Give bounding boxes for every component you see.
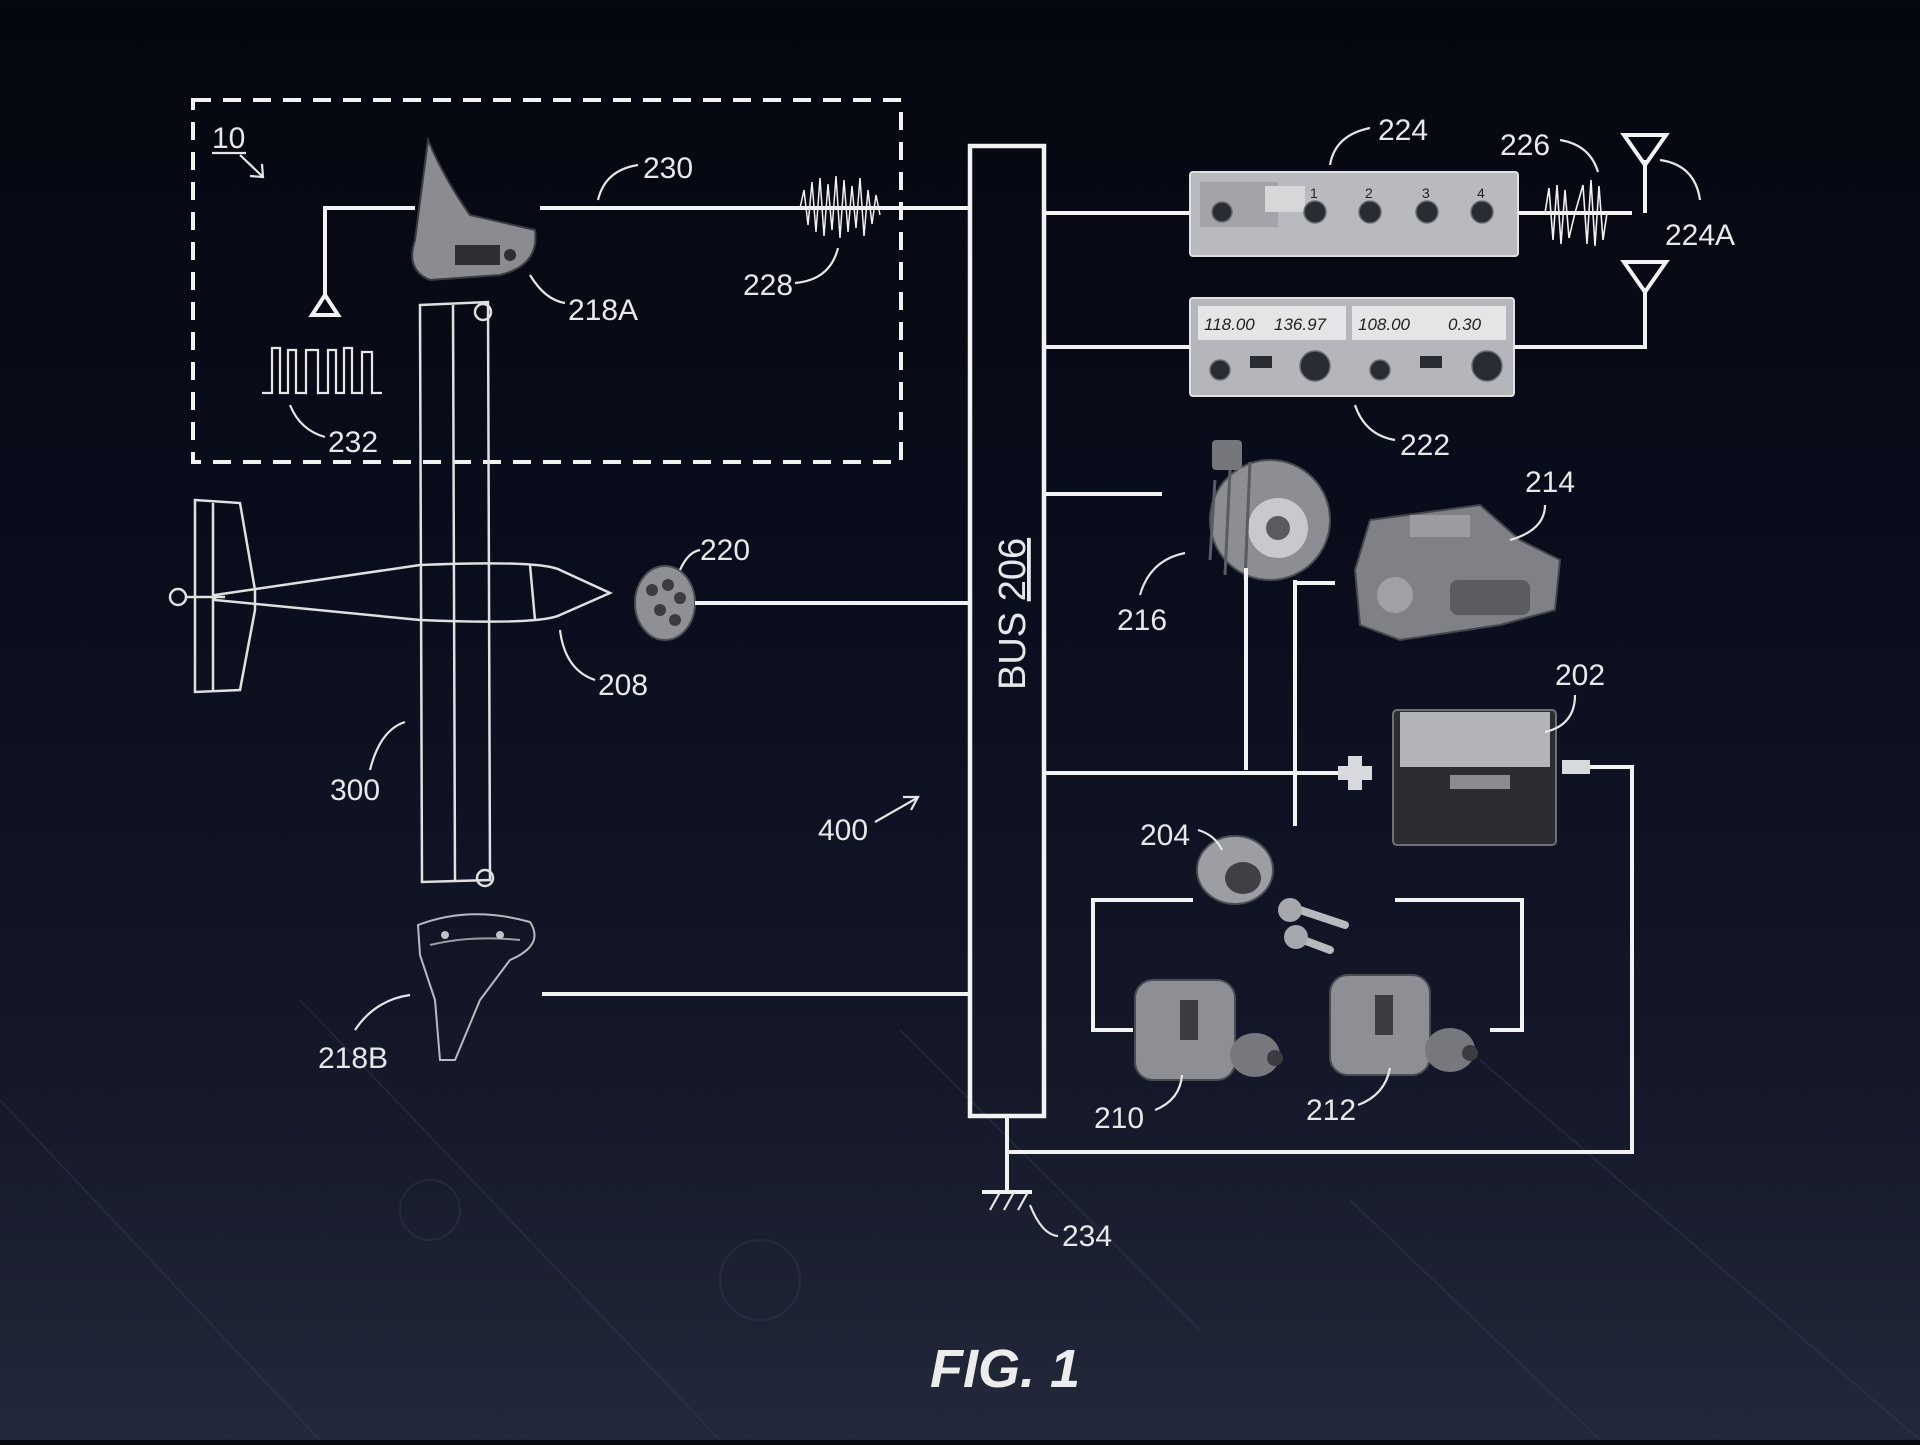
ref-216-label: 216 — [1117, 604, 1167, 637]
ref-218B-label: 218B — [318, 1042, 388, 1075]
noise-signal-228 — [799, 175, 881, 239]
ref-230-leader — [596, 163, 639, 201]
wingtip-light-218B — [416, 913, 536, 1061]
ref-226-label: 226 — [1500, 129, 1550, 162]
ref-208-label: 208 — [598, 669, 648, 702]
ref-10-arrow — [239, 154, 265, 179]
ref-300-label: 300 — [330, 774, 380, 807]
negative-terminal-icon — [1562, 760, 1590, 774]
channel-2: 2 — [1365, 185, 1373, 201]
bus-206-label: BUS 206 — [992, 538, 1034, 690]
channel-1: 1 — [1310, 185, 1318, 201]
wire-222-antenna — [1514, 290, 1647, 349]
ref-218A-label: 218A — [568, 294, 638, 327]
channel-3: 3 — [1422, 185, 1430, 201]
ref-224-label: 224 — [1378, 114, 1428, 147]
ref-218B-leader — [354, 993, 411, 1031]
ref-222-leader — [1353, 404, 1396, 442]
ref-214-label: 214 — [1525, 466, 1575, 499]
com-active-frequency: 118.00 — [1204, 315, 1255, 334]
ground-symbol — [982, 1116, 1032, 1211]
nav-com-radio-222: 118.00 136.97 108.00 0.30 — [1189, 297, 1515, 397]
ref-202-label: 202 — [1555, 659, 1605, 692]
ref-224A-label: 224A — [1665, 219, 1735, 252]
wire-214-204 — [1293, 580, 1335, 826]
nav-active-frequency: 108.00 — [1358, 315, 1411, 334]
ref-210-leader — [1154, 1074, 1184, 1112]
ref-222-label: 222 — [1400, 429, 1450, 462]
ref-202-leader — [1544, 694, 1577, 734]
ref-400-label: 400 — [818, 814, 868, 847]
ref-216-leader — [1138, 551, 1186, 596]
ref-212-label: 212 — [1306, 1094, 1356, 1127]
ref-208-leader — [558, 629, 596, 682]
ref-230-label: 230 — [643, 152, 693, 185]
ref-10-label: 10 — [212, 122, 245, 155]
starter-motor-214 — [1353, 503, 1562, 642]
com-standby-frequency: 136.97 — [1274, 315, 1327, 334]
figure-caption: FIG. 1 — [930, 1339, 1080, 1399]
nav-standby-frequency: 0.30 — [1448, 315, 1482, 334]
ref-218A-leader — [529, 274, 566, 305]
ref-228-label: 228 — [743, 269, 793, 302]
antenna-224A — [1620, 133, 1670, 213]
background-blueprint — [0, 999, 1920, 1441]
audio-panel-224: 1 2 3 4 — [1189, 171, 1519, 257]
wireless-system-boundary — [191, 98, 903, 464]
ref-220-leader — [678, 548, 701, 571]
ref-204-label: 204 — [1140, 819, 1190, 852]
ref-226-leader — [1559, 138, 1600, 173]
wingtip-light-218A — [411, 136, 537, 282]
ref-220-label: 220 — [700, 534, 750, 567]
ref-212-leader — [1357, 1067, 1392, 1107]
ref-234-leader — [1028, 1204, 1059, 1238]
positive-terminal-icon — [1338, 756, 1372, 790]
magneto-210 — [1134, 979, 1283, 1081]
wire-204-212 — [1395, 898, 1524, 1032]
strobe-light-220 — [634, 565, 696, 641]
noise-signal-226 — [1544, 179, 1608, 247]
ref-228-leader — [794, 247, 840, 285]
channel-4: 4 — [1477, 185, 1485, 201]
wire-204-210 — [1091, 898, 1193, 1032]
ref-300-leader — [368, 720, 406, 771]
antenna-left — [308, 206, 415, 317]
ref-210-label: 210 — [1094, 1102, 1144, 1135]
ref-232-leader — [288, 404, 326, 439]
ignition-switch-204 — [1196, 835, 1349, 954]
airplane-outline — [168, 300, 614, 888]
ref-232-label: 232 — [328, 426, 378, 459]
pulse-waveform-232 — [262, 346, 382, 395]
ref-204-leader — [1197, 828, 1223, 851]
ref-214-leader — [1509, 504, 1547, 542]
antenna-222 — [1620, 260, 1670, 296]
alternator-216 — [1208, 440, 1331, 581]
ref-224A-leader — [1659, 158, 1702, 201]
ground-return-wire — [1007, 765, 1634, 1154]
ref-234-label: 234 — [1062, 1220, 1112, 1253]
ref-400-arrow — [874, 795, 920, 823]
battery-202 — [1392, 709, 1557, 846]
magneto-212 — [1329, 974, 1478, 1076]
ref-224-leader — [1328, 126, 1371, 166]
